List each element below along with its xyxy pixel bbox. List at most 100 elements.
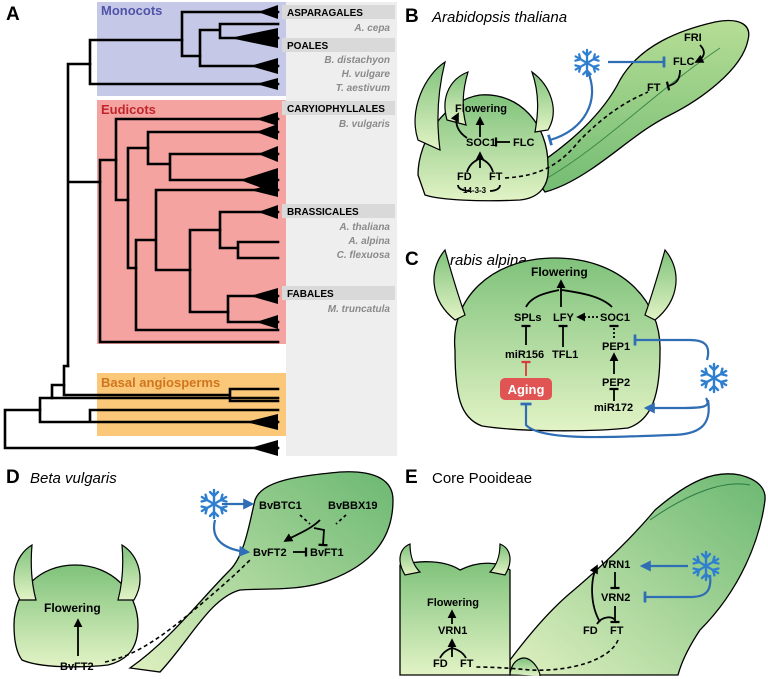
- order-headers: [282, 5, 395, 300]
- b-14-3-3: 14-3-3: [463, 186, 487, 195]
- panel-d-title: Beta vulgaris: [30, 470, 117, 487]
- e-leaf-fd: FD: [583, 625, 598, 637]
- c-spls: SPLs: [514, 312, 542, 324]
- e-arrows: [439, 564, 620, 672]
- c-mir172: miR172: [594, 402, 633, 414]
- b-leaf-ft: FT: [647, 82, 661, 94]
- c-aging: Aging: [508, 382, 545, 397]
- b-flc: FLC: [513, 137, 534, 149]
- d-btc1: BvBTC1: [259, 500, 302, 512]
- basal-bg: [97, 373, 287, 436]
- species-t-aestivum: T. aestivum: [336, 83, 390, 94]
- clade-monocots: Monocots: [101, 3, 162, 18]
- aging-badge: [500, 378, 552, 400]
- e-flowering: Flowering: [427, 597, 479, 609]
- panel-a: A Monocots Eudicots Basal angiosperms AS…: [3, 2, 397, 456]
- phylogenetic-tree: [3, 10, 280, 450]
- b-ft: FT: [489, 171, 503, 183]
- c-mir156: miR156: [505, 349, 544, 361]
- panel-b: B Arabidopsis thaliana Flowering SOC1 FL…: [405, 6, 750, 202]
- b-flowering: Flowering: [455, 103, 507, 115]
- order-fabales: FABALES: [287, 289, 334, 300]
- d-flowering: Flowering: [44, 601, 101, 615]
- panel-b-letter: B: [405, 6, 419, 27]
- c-pep1: PEP1: [602, 341, 630, 353]
- e-bud: [509, 657, 541, 677]
- primordium-d-right: [117, 543, 141, 601]
- b-fd: FD: [457, 171, 472, 183]
- panel-e-title: Core Pooideae: [432, 470, 532, 487]
- clade-basal: Basal angiosperms: [101, 375, 220, 390]
- species-m-truncatula: M. truncatula: [328, 304, 391, 315]
- species-c-flexuosa: C. flexuosa: [337, 250, 391, 261]
- order-poales: POALES: [287, 41, 328, 52]
- species-a-alpina: A. alpina: [347, 236, 390, 247]
- e-vrn1: VRN1: [438, 625, 467, 637]
- d-bbx19: BvBBX19: [328, 500, 378, 512]
- b-arrows: [450, 44, 705, 192]
- d-arrows: [73, 514, 347, 663]
- c-flowering: Flowering: [531, 265, 588, 279]
- panel-c-title: Arabis alpina: [439, 252, 527, 269]
- b-cold-arrows: [547, 56, 666, 146]
- primordium-b-inner: [444, 71, 469, 126]
- panel-a-letter: A: [6, 4, 20, 25]
- species-b-vulgaris: B. vulgaris: [339, 119, 391, 130]
- species-bg: [286, 2, 397, 456]
- e-vrn2: VRN2: [601, 592, 630, 604]
- primordium-e-right: [488, 543, 511, 576]
- e-cold-arrows: [639, 560, 712, 603]
- snowflake-c-icon: [700, 362, 728, 394]
- leaf-b-vein: [534, 47, 721, 186]
- panel-c: C Arabis alpina Flowering SPLs LFY SOC1 …: [405, 248, 728, 439]
- c-soc1: SOC1: [600, 312, 630, 324]
- panel-e: E Core Pooideae Flowering VRN1 FD FT VRN…: [399, 467, 766, 677]
- d-ft2: BvFT2: [253, 547, 287, 559]
- leaf-b: [529, 19, 750, 193]
- primordium-b-right: [530, 70, 554, 133]
- c-tfl1: TFL1: [552, 349, 578, 361]
- c-lfy: LFY: [553, 312, 574, 324]
- order-asparagales: ASPARAGALES: [287, 8, 363, 19]
- panel-d-letter: D: [6, 467, 20, 488]
- order-brassicales: BRASSICALES: [287, 207, 359, 218]
- primordium-c-left: [433, 248, 466, 321]
- b-fri: FRI: [684, 32, 702, 44]
- species-b-distachyon: B. distachyon: [324, 55, 390, 66]
- clade-triangles: [230, 5, 278, 456]
- e-ft: FT: [460, 658, 474, 670]
- monocots-bg: [97, 2, 287, 96]
- panel-b-title: Arabidopsis thaliana: [431, 9, 567, 26]
- primordium-e-left: [399, 543, 422, 576]
- species-h-vulgare: H. vulgare: [342, 69, 391, 80]
- d-shoot-ft2: BvFT2: [60, 661, 94, 673]
- primordium-b-left: [414, 60, 446, 151]
- species-a-thaliana: A. thaliana: [338, 222, 390, 233]
- d-ft1: BvFT1: [310, 547, 344, 559]
- leaf-d: [128, 471, 394, 673]
- panel-d: D Beta vulgaris Flowering BvFT2 BvBTC1 B…: [6, 467, 394, 673]
- snowflake-b-icon: [574, 48, 600, 78]
- species-a-cepa: A. cepa: [353, 23, 390, 34]
- panel-e-letter: E: [405, 467, 418, 488]
- e-fd: FD: [433, 658, 448, 670]
- b-soc1: SOC1: [466, 137, 496, 149]
- d-cold-arrows: [212, 498, 255, 557]
- leaf-e: [509, 473, 766, 676]
- shoot-apex-d: [13, 564, 139, 668]
- c-arrows: [521, 279, 619, 401]
- c-pep2: PEP2: [602, 377, 630, 389]
- eudicots-bg: [97, 100, 287, 344]
- primordium-c-right: [644, 248, 677, 321]
- c-cold-arrows: [520, 334, 710, 439]
- e-leaf-vrn1: VRN1: [601, 559, 630, 571]
- b-leaf-flc: FLC: [673, 56, 694, 68]
- leaf-e-vein: [649, 483, 751, 521]
- primordium-d-left: [13, 543, 37, 601]
- shoot-apex-e: [399, 561, 511, 676]
- panel-c-letter: C: [405, 249, 419, 270]
- clade-eudicots: Eudicots: [101, 102, 156, 117]
- order-caryiophyllales: CARYIOPHYLLALES: [287, 104, 385, 115]
- e-leaf-ft: FT: [610, 625, 624, 637]
